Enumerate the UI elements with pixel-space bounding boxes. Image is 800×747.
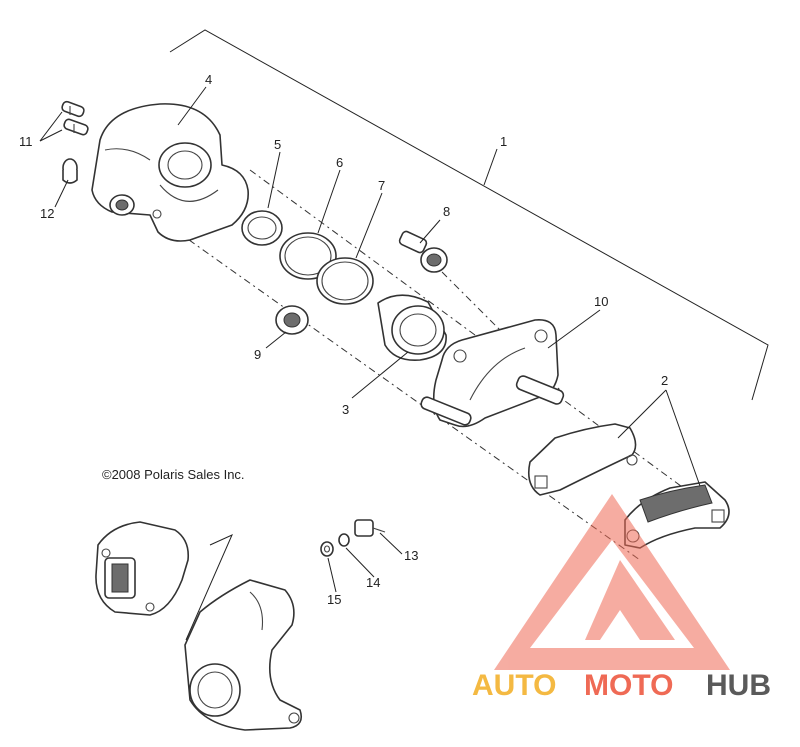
inset-caliper [95,521,190,616]
caliper-bracket [420,318,565,428]
callout-3: 3 [342,402,349,417]
slide-pin [398,230,448,273]
callout-leaders [39,86,701,593]
piston [377,294,447,362]
bleeder-screws [61,100,89,136]
triangle-logo-icon [494,494,730,670]
watermark-hub: HUB [706,669,771,702]
caliper-body [91,103,249,242]
callout-7: 7 [378,178,385,193]
inset-leader [185,534,233,641]
inset-knuckle [184,579,303,731]
callout-10: 10 [594,294,608,309]
copyright-text: ©2008 Polaris Sales Inc. [102,467,245,482]
callout-labels: 1 2 3 4 5 6 7 8 9 10 11 12 13 14 15 [19,72,668,607]
callout-9: 9 [254,347,261,362]
callout-12: 12 [40,206,54,221]
callout-11: 11 [19,134,33,149]
seal-5 [241,210,283,246]
callout-4: 4 [205,72,212,87]
o-ring-7 [316,257,374,305]
callout-2: 2 [661,373,668,388]
bleeder-cap [62,158,78,184]
watermark-auto: AUTO [472,669,556,702]
callout-6: 6 [336,155,343,170]
automotohub-watermark: AUTO MOTO HUB [472,494,771,702]
mount-hardware [320,519,386,557]
callout-5: 5 [274,137,281,152]
brake-pads [527,423,730,549]
callout-8: 8 [443,204,450,219]
callout-14: 14 [366,575,380,590]
callout-15: 15 [327,592,341,607]
callout-1: 1 [500,134,507,149]
assembly-bracket [169,29,769,401]
watermark-moto: MOTO [584,669,673,702]
callout-13: 13 [404,548,418,563]
boot-9 [275,305,309,335]
